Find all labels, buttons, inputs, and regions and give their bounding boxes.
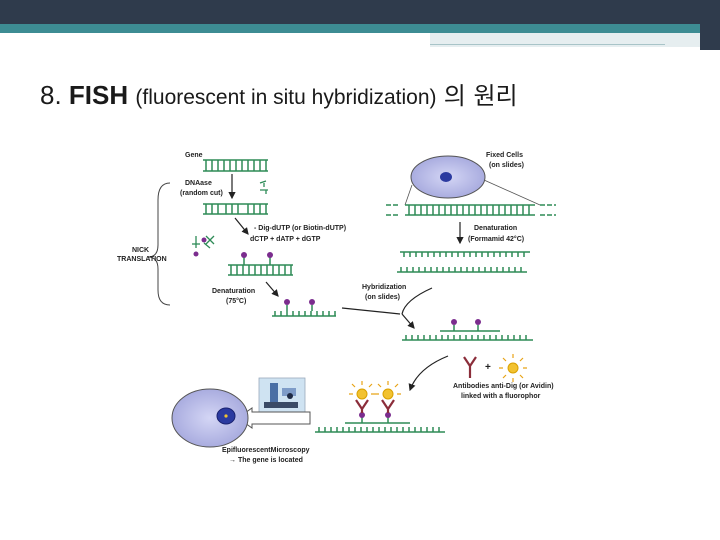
label-gene-located: → The gene is located — [229, 457, 303, 464]
labeled-dna — [228, 252, 293, 276]
fixed-cell — [410, 155, 486, 199]
label-denat-left: Denaturation — [212, 288, 255, 295]
gene-dna — [203, 159, 268, 172]
accent-stripe — [0, 24, 700, 33]
arrow-2 — [234, 217, 249, 235]
hybridized-probe — [402, 319, 533, 341]
zoom-lines — [404, 179, 541, 206]
detection-complex — [315, 381, 445, 433]
arrow-hyb-right — [401, 287, 433, 315]
label-translation: TRANSLATION — [117, 256, 167, 263]
single-strands — [397, 251, 530, 273]
light-band — [430, 33, 700, 47]
located-cell — [171, 388, 249, 448]
nick-brace — [147, 182, 171, 306]
arrow-hyb-down — [401, 313, 415, 329]
label-dig: - Dig-dUTP (or Biotin-dUTP) — [254, 225, 346, 232]
title-sub: (fluorescent in situ hybridization) — [135, 86, 437, 109]
title-number: 8. — [40, 80, 62, 110]
label-on-slides: (on slides) — [489, 162, 524, 169]
microscope-icon — [258, 377, 306, 415]
label-random-cut: (random cut) — [180, 190, 223, 197]
label-antibodies: Antibodies anti-Dig (or Avidin) — [453, 383, 554, 390]
label-plus: + — [485, 362, 491, 373]
label-microscopy: EpifluorescentMicroscopy — [222, 447, 310, 454]
single-probe — [272, 299, 336, 317]
label-dnaase: DNAase — [185, 180, 212, 187]
free-nucleotides — [192, 235, 215, 257]
antibody-icon — [463, 356, 477, 378]
top-bar — [0, 0, 720, 24]
arrow-antibody — [408, 355, 449, 392]
arrow-hyb-left — [341, 307, 401, 315]
label-hyb-slides: (on slides) — [365, 294, 400, 301]
fluorophore-icon — [499, 354, 527, 382]
label-fixed-cells: Fixed Cells — [486, 152, 523, 159]
corner-block — [700, 0, 720, 50]
label-gene: Gene — [185, 152, 203, 159]
label-dntp: dCTP + dATP + dGTP — [250, 236, 321, 243]
cut-fragment — [259, 180, 268, 194]
label-hybridization: Hybridization — [362, 284, 406, 291]
label-formamid: (Formamid 42°C) — [468, 235, 524, 243]
band-line — [430, 44, 665, 45]
title-korean: 의 원리 — [443, 82, 518, 110]
slide-title: 8. FISH (fluorescent in situ hybridizati… — [40, 76, 518, 111]
nicked-dna — [203, 203, 268, 215]
chromosome-dna — [386, 204, 556, 216]
label-fluorophor: linked with a fluorophor — [461, 393, 541, 400]
label-75c: (75°C) — [226, 297, 246, 305]
arrow-3 — [265, 281, 279, 297]
label-nick: NICK — [132, 247, 149, 254]
label-denat-right: Denaturation — [474, 225, 517, 232]
title-main: FISH — [68, 80, 129, 110]
